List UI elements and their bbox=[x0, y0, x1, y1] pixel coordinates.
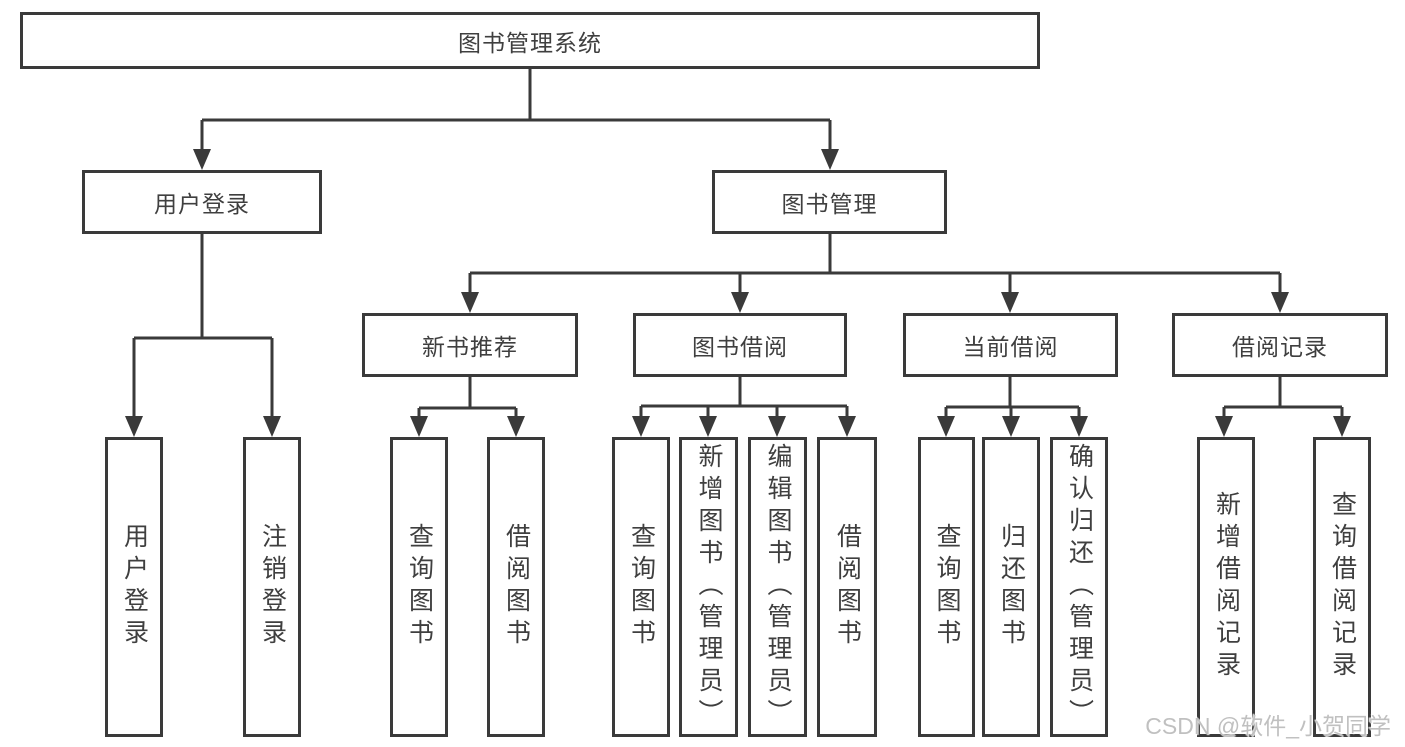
node-label: 新书推荐 bbox=[422, 334, 518, 360]
leaf-user-login: 用户登录 bbox=[105, 437, 163, 737]
node-borrow-records: 借阅记录 bbox=[1172, 313, 1388, 377]
leaf-logout: 注销登录 bbox=[243, 437, 301, 737]
node-user-login: 用户登录 bbox=[82, 170, 322, 234]
leaf-cb-confirm-return-admin: 确认归还（管理员） bbox=[1050, 437, 1108, 737]
node-label: 编辑图书（管理员） bbox=[764, 443, 792, 731]
node-label: 归还图书 bbox=[997, 523, 1026, 651]
node-new-book-recommend: 新书推荐 bbox=[362, 313, 578, 377]
leaf-nbr-query-books: 查询图书 bbox=[390, 437, 448, 737]
node-book-borrow: 图书借阅 bbox=[633, 313, 847, 377]
connector-book-borrow-children bbox=[632, 377, 856, 437]
node-label: 借阅图书 bbox=[502, 523, 531, 651]
node-root-system: 图书管理系统 bbox=[20, 12, 1040, 69]
leaf-cb-query-books: 查询图书 bbox=[918, 437, 975, 737]
node-label: 查询图书 bbox=[627, 523, 656, 651]
node-label: 图书管理 bbox=[781, 191, 878, 217]
leaf-cb-return-books: 归还图书 bbox=[982, 437, 1040, 737]
node-label: 图书借阅 bbox=[692, 334, 788, 360]
node-label: 注销登录 bbox=[258, 523, 287, 651]
connector-book-mgmt-to-level3 bbox=[461, 234, 1289, 313]
node-label: 用户登录 bbox=[154, 191, 250, 217]
leaf-br-add-record: 新增借阅记录 bbox=[1197, 437, 1255, 737]
node-label: 借阅图书 bbox=[833, 523, 862, 651]
node-label: 当前借阅 bbox=[962, 334, 1059, 360]
node-label: 用户登录 bbox=[120, 523, 149, 651]
leaf-bb-borrow-books: 借阅图书 bbox=[817, 437, 877, 737]
node-book-management: 图书管理 bbox=[712, 170, 947, 234]
node-label: 借阅记录 bbox=[1232, 334, 1328, 360]
leaf-nbr-borrow-books: 借阅图书 bbox=[487, 437, 545, 737]
node-label: 查询图书 bbox=[405, 523, 434, 651]
leaf-br-query-record: 查询借阅记录 bbox=[1313, 437, 1371, 737]
watermark: CSDN @软件_小贺同学 bbox=[1145, 713, 1391, 739]
leaf-bb-add-books-admin: 新增图书（管理员） bbox=[679, 437, 738, 737]
connector-borrow-record-children bbox=[1215, 377, 1351, 437]
connector-current-borrow-children bbox=[937, 377, 1088, 437]
leaf-bb-edit-books-admin: 编辑图书（管理员） bbox=[748, 437, 807, 737]
node-current-borrow: 当前借阅 bbox=[903, 313, 1118, 377]
connector-root-to-level2 bbox=[193, 69, 839, 170]
node-label: 新增图书（管理员） bbox=[695, 443, 723, 731]
node-label: 新增借阅记录 bbox=[1212, 491, 1241, 683]
connector-new-book-children bbox=[410, 377, 525, 437]
leaf-bb-query-books: 查询图书 bbox=[612, 437, 670, 737]
connector-user-login-children bbox=[125, 234, 281, 437]
node-label: 查询借阅记录 bbox=[1328, 491, 1357, 683]
node-label: 确认归还（管理员） bbox=[1065, 443, 1094, 731]
node-label: 图书管理系统 bbox=[458, 29, 602, 56]
node-label: 查询图书 bbox=[933, 523, 961, 651]
